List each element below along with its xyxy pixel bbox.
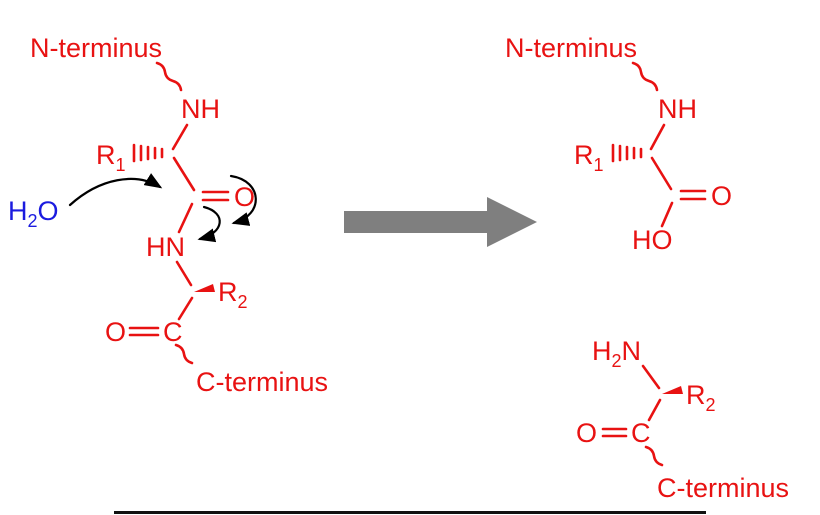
reaction-arrow-icon [344, 197, 537, 247]
hashed-wedge-bond [611, 143, 643, 163]
r1-base: R [96, 140, 116, 170]
c-terminus-label: C-terminus [196, 367, 328, 397]
bond [641, 364, 661, 390]
r1-subscript: 1 [594, 155, 604, 175]
r2-base: R [218, 277, 238, 307]
product-amino-acid-n-terminal: N-terminus NH R1 O HO [505, 33, 732, 255]
amine-label: H2N [592, 336, 641, 371]
bond [649, 123, 666, 151]
c-terminus-label: C-terminus [657, 473, 789, 503]
hn-label: HN [146, 232, 185, 262]
r2-subscript: 2 [706, 395, 716, 415]
amine-subscript: 2 [612, 351, 622, 371]
cn-to-nitrogen-arrow [197, 205, 221, 243]
amine-n: N [622, 336, 642, 366]
wavy-bond [631, 61, 659, 92]
bond [660, 201, 674, 228]
bond [177, 296, 194, 321]
water-subscript: 2 [28, 211, 38, 231]
n-terminus-label: N-terminus [30, 33, 162, 63]
double-bond-c-o [201, 190, 230, 202]
double-bond-o-c [128, 326, 160, 337]
bond [175, 260, 193, 287]
water-label: H2O [8, 196, 59, 231]
n-terminus-label: N-terminus [505, 33, 637, 63]
amine-h: H [592, 336, 612, 366]
carbonyl-oxygen-label: O [105, 317, 126, 347]
wavy-bond [155, 61, 183, 92]
bond [177, 202, 194, 234]
carboxyl-oxygen-label: O [711, 181, 732, 211]
water-o: O [38, 196, 59, 226]
hashed-wedge-bond [132, 143, 164, 163]
r2-subscript: 2 [238, 292, 248, 312]
amide-oxygen-label: O [234, 182, 255, 212]
reactant-dipeptide: N-terminus NH R1 O HN R2 C O [30, 33, 328, 397]
water-h: H [8, 196, 28, 226]
bond [172, 156, 196, 192]
r1-label: R1 [96, 140, 126, 175]
double-bond-c-o [679, 189, 707, 201]
carbonyl-oxygen-label: O [576, 418, 597, 448]
water-attack-arrow [68, 173, 163, 207]
solid-wedge-bond [662, 386, 683, 394]
bottom-edge-line [114, 511, 706, 514]
r2-label: R2 [686, 380, 716, 415]
product-amino-acid-c-terminal: H2N R2 C O C-terminus [576, 336, 789, 503]
double-bond-o-c [601, 427, 628, 438]
wavy-bond [174, 343, 194, 365]
nh-label: NH [181, 94, 220, 124]
solid-wedge-bond [194, 284, 215, 292]
r1-subscript: 1 [116, 155, 126, 175]
nh-label: NH [658, 94, 697, 124]
hydroxyl-label: HO [632, 225, 673, 255]
pi-to-oxygen-arrow [229, 174, 257, 226]
bond [650, 156, 673, 191]
r2-label: R2 [218, 277, 248, 312]
carbonyl-carbon-label: C [631, 418, 651, 448]
carbonyl-carbon-label: C [163, 317, 183, 347]
r1-label: R1 [574, 140, 604, 175]
r1-base: R [574, 140, 594, 170]
wavy-bond [644, 445, 664, 467]
bond [647, 398, 662, 422]
mechanism-arrows [68, 173, 257, 243]
bond [171, 123, 189, 151]
r2-base: R [686, 380, 706, 410]
